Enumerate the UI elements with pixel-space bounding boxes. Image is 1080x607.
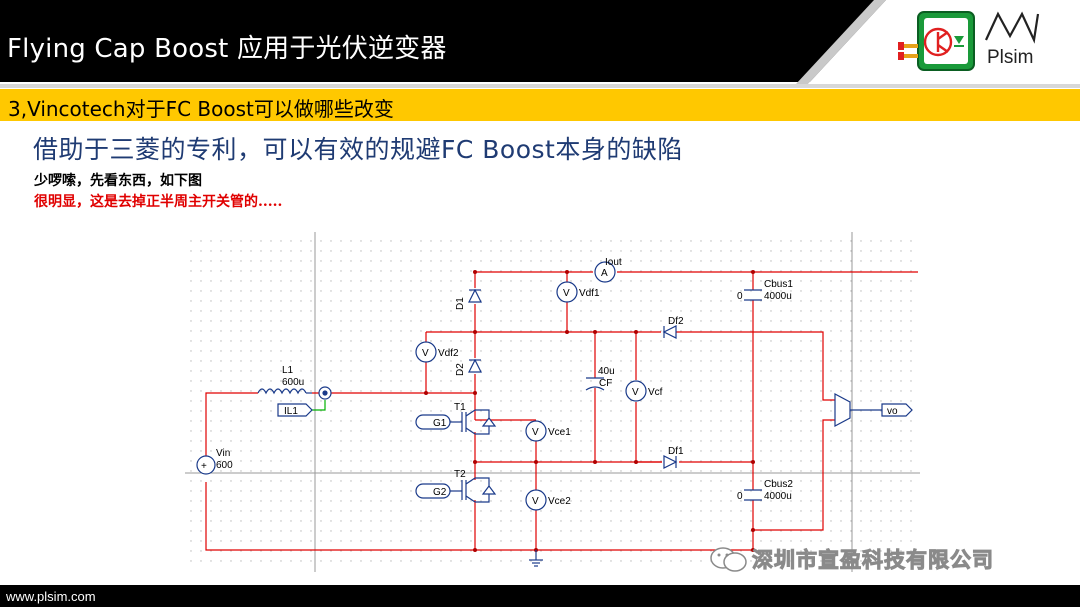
logo-text: Plsim [987,47,1034,68]
circuit-schematic: L1 600u IL1 Vin 600 + T1 T2 G1 G2 D1 D2 … [185,232,920,572]
header-underline [0,84,1080,88]
source-name: Vin [216,448,230,459]
current-probe-label: IL1 [284,406,298,417]
source-value: 600 [216,460,233,471]
meter-vdf2-label: Vdf2 [438,348,459,359]
circuit-wires [205,271,918,551]
cbus2-name: Cbus2 [764,479,793,490]
section-title: 3,Vincotech对于FC Boost可以做哪些改变 [8,97,394,121]
diode-df2-label: Df2 [668,316,684,327]
cbus1-name: Cbus1 [764,279,793,290]
note-text-red: 很明显，这是去掉正半周主开关管的..... [34,194,283,210]
cbus1-ic: 0 [737,291,743,302]
ammeter-icon: A [601,268,608,279]
gate-g1-label: G1 [433,418,447,429]
diode-d1-label: D1 [455,297,466,310]
inductor-name: L1 [282,365,294,376]
diode-d2-label: D2 [455,363,466,376]
slide-title: Flying Cap Boost 应用于光伏逆变器 [7,34,447,64]
voltmeter-icon: V [532,427,539,438]
slide-header: Flying Cap Boost 应用于光伏逆变器 [0,0,1080,88]
section-bar [0,89,1080,121]
meter-vdf1-label: Vdf1 [579,288,600,299]
source-plus-icon: + [201,461,207,472]
gate-g2-label: G2 [433,487,447,498]
plsim-logo-icon [898,11,1040,71]
watermark: 深圳市宣盈科技有限公司 [708,544,994,574]
cbus2-value: 4000u [764,491,792,502]
footer-url: www.plsim.com [6,589,96,604]
output-label: vo [887,406,898,417]
meter-vcf-label: Vcf [648,387,663,398]
switch-t2-label: T2 [454,469,466,480]
voltmeter-icon: V [632,387,639,398]
voltmeter-icon: V [532,496,539,507]
switch-t1-label: T1 [454,402,466,413]
wechat-icon [710,547,747,572]
note-text: 少啰嗦，先看东西，如下图 [34,173,202,189]
slide-headline: 借助于三菱的专利，可以有效的规避FC Boost本身的缺陷 [33,135,683,164]
watermark-text: 深圳市宣盈科技有限公司 [752,548,994,573]
inductor-value: 600u [282,377,304,388]
diode-df1-label: Df1 [668,446,684,457]
ammeter-iout-label: Iout [605,257,622,268]
cbus1-value: 4000u [764,291,792,302]
meter-vce1-label: Vce1 [548,427,571,438]
voltmeter-icon: V [563,288,570,299]
slide-footer [0,585,1080,607]
cbus2-ic: 0 [737,491,743,502]
voltmeter-icon: V [422,348,429,359]
cap-cf-name: CF [599,378,612,389]
cap-cf-value: 40u [598,366,615,377]
meter-vce2-label: Vce2 [548,496,571,507]
